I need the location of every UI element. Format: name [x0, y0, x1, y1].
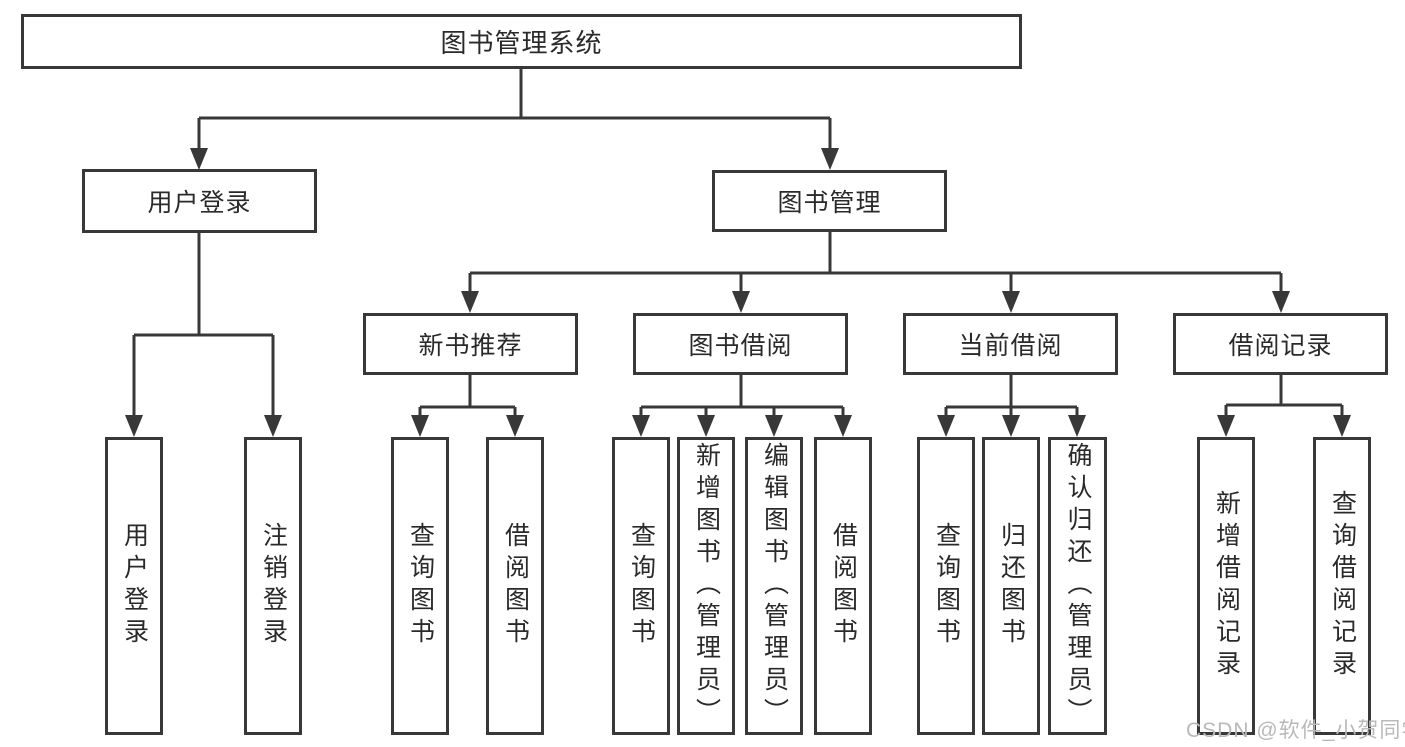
arrowhead-icon-5-1: [1002, 415, 1020, 437]
leaf-label: 用户登录: [120, 522, 149, 650]
watermark: CSDN @软件_小贺同学: [1186, 719, 1405, 742]
arrowhead-icon-4-3: [834, 415, 852, 437]
leaf-query-borrow-record: 查询借阅记录: [1313, 437, 1371, 735]
leaf-label: 新增图书（管理员）: [692, 442, 721, 730]
leaf-query-books-recommend: 查询图书: [391, 437, 449, 735]
node-label: 新书推荐: [418, 332, 523, 360]
arrowhead-icon-6-0: [1217, 415, 1235, 437]
leaf-edit-books-admin: 编辑图书（管理员）: [745, 437, 803, 735]
leaf-label: 注销登录: [259, 522, 288, 650]
node-current-borrow: 当前借阅: [903, 313, 1118, 375]
node-label: 借阅记录: [1228, 332, 1333, 360]
arrowhead-icon-0-1: [821, 148, 839, 170]
node-new-book-recommend: 新书推荐: [363, 313, 578, 375]
leaf-confirm-return-admin: 确认归还（管理员）: [1048, 437, 1107, 735]
leaf-add-books-admin: 新增图书（管理员）: [677, 437, 735, 735]
arrowhead-icon-2-2: [1002, 291, 1020, 313]
leaf-borrow-books-recommend: 借阅图书: [486, 437, 544, 735]
arrowhead-icon-6-1: [1333, 415, 1351, 437]
arrowhead-icon-5-0: [937, 415, 955, 437]
arrowhead-icon-4-2: [765, 415, 783, 437]
node-borrow-records: 借阅记录: [1173, 313, 1388, 375]
arrowhead-icon-2-3: [1272, 291, 1290, 313]
node-label: 用户登录: [147, 189, 252, 217]
leaf-label: 编辑图书（管理员）: [760, 442, 789, 730]
leaf-logout: 注销登录: [244, 437, 302, 735]
node-label: 图书借阅: [688, 332, 793, 360]
leaf-label: 查询图书: [406, 522, 435, 650]
leaf-add-borrow-record: 新增借阅记录: [1197, 437, 1255, 735]
leaf-borrow-books: 借阅图书: [814, 437, 872, 735]
leaf-label: 查询借阅记录: [1328, 490, 1357, 682]
arrowhead-icon-1-1: [264, 415, 282, 437]
arrowhead-icon-0-0: [190, 148, 208, 170]
leaf-return-books: 归还图书: [982, 437, 1040, 735]
node-book-management-branch: 图书管理: [712, 170, 947, 232]
node-root-label: 图书管理系统: [440, 28, 603, 58]
arrowhead-icon-1-0: [125, 415, 143, 437]
arrowhead-icon-3-0: [411, 415, 429, 437]
arrowhead-icon-3-1: [506, 415, 524, 437]
node-root-system: 图书管理系统: [21, 14, 1022, 69]
arrowhead-icon-4-1: [697, 415, 715, 437]
leaf-label: 查询图书: [932, 522, 961, 650]
arrowhead-icon-2-1: [732, 291, 750, 313]
node-book-borrow: 图书借阅: [633, 313, 848, 375]
leaf-label: 查询图书: [627, 522, 656, 650]
leaf-label: 归还图书: [997, 522, 1026, 650]
leaf-label: 借阅图书: [829, 522, 858, 650]
node-label: 当前借阅: [958, 332, 1063, 360]
leaf-label: 新增借阅记录: [1212, 490, 1241, 682]
leaf-label: 借阅图书: [501, 522, 530, 650]
node-label: 图书管理: [777, 189, 882, 217]
leaf-query-books-current: 查询图书: [917, 437, 975, 735]
leaf-label: 确认归还（管理员）: [1064, 442, 1092, 730]
leaf-query-books-borrow: 查询图书: [612, 437, 670, 735]
arrowhead-icon-5-2: [1068, 415, 1086, 437]
leaf-user-login: 用户登录: [105, 437, 163, 735]
arrowhead-icon-2-0: [461, 291, 479, 313]
arrowhead-icon-4-0: [632, 415, 650, 437]
node-user-login-branch: 用户登录: [82, 169, 317, 233]
